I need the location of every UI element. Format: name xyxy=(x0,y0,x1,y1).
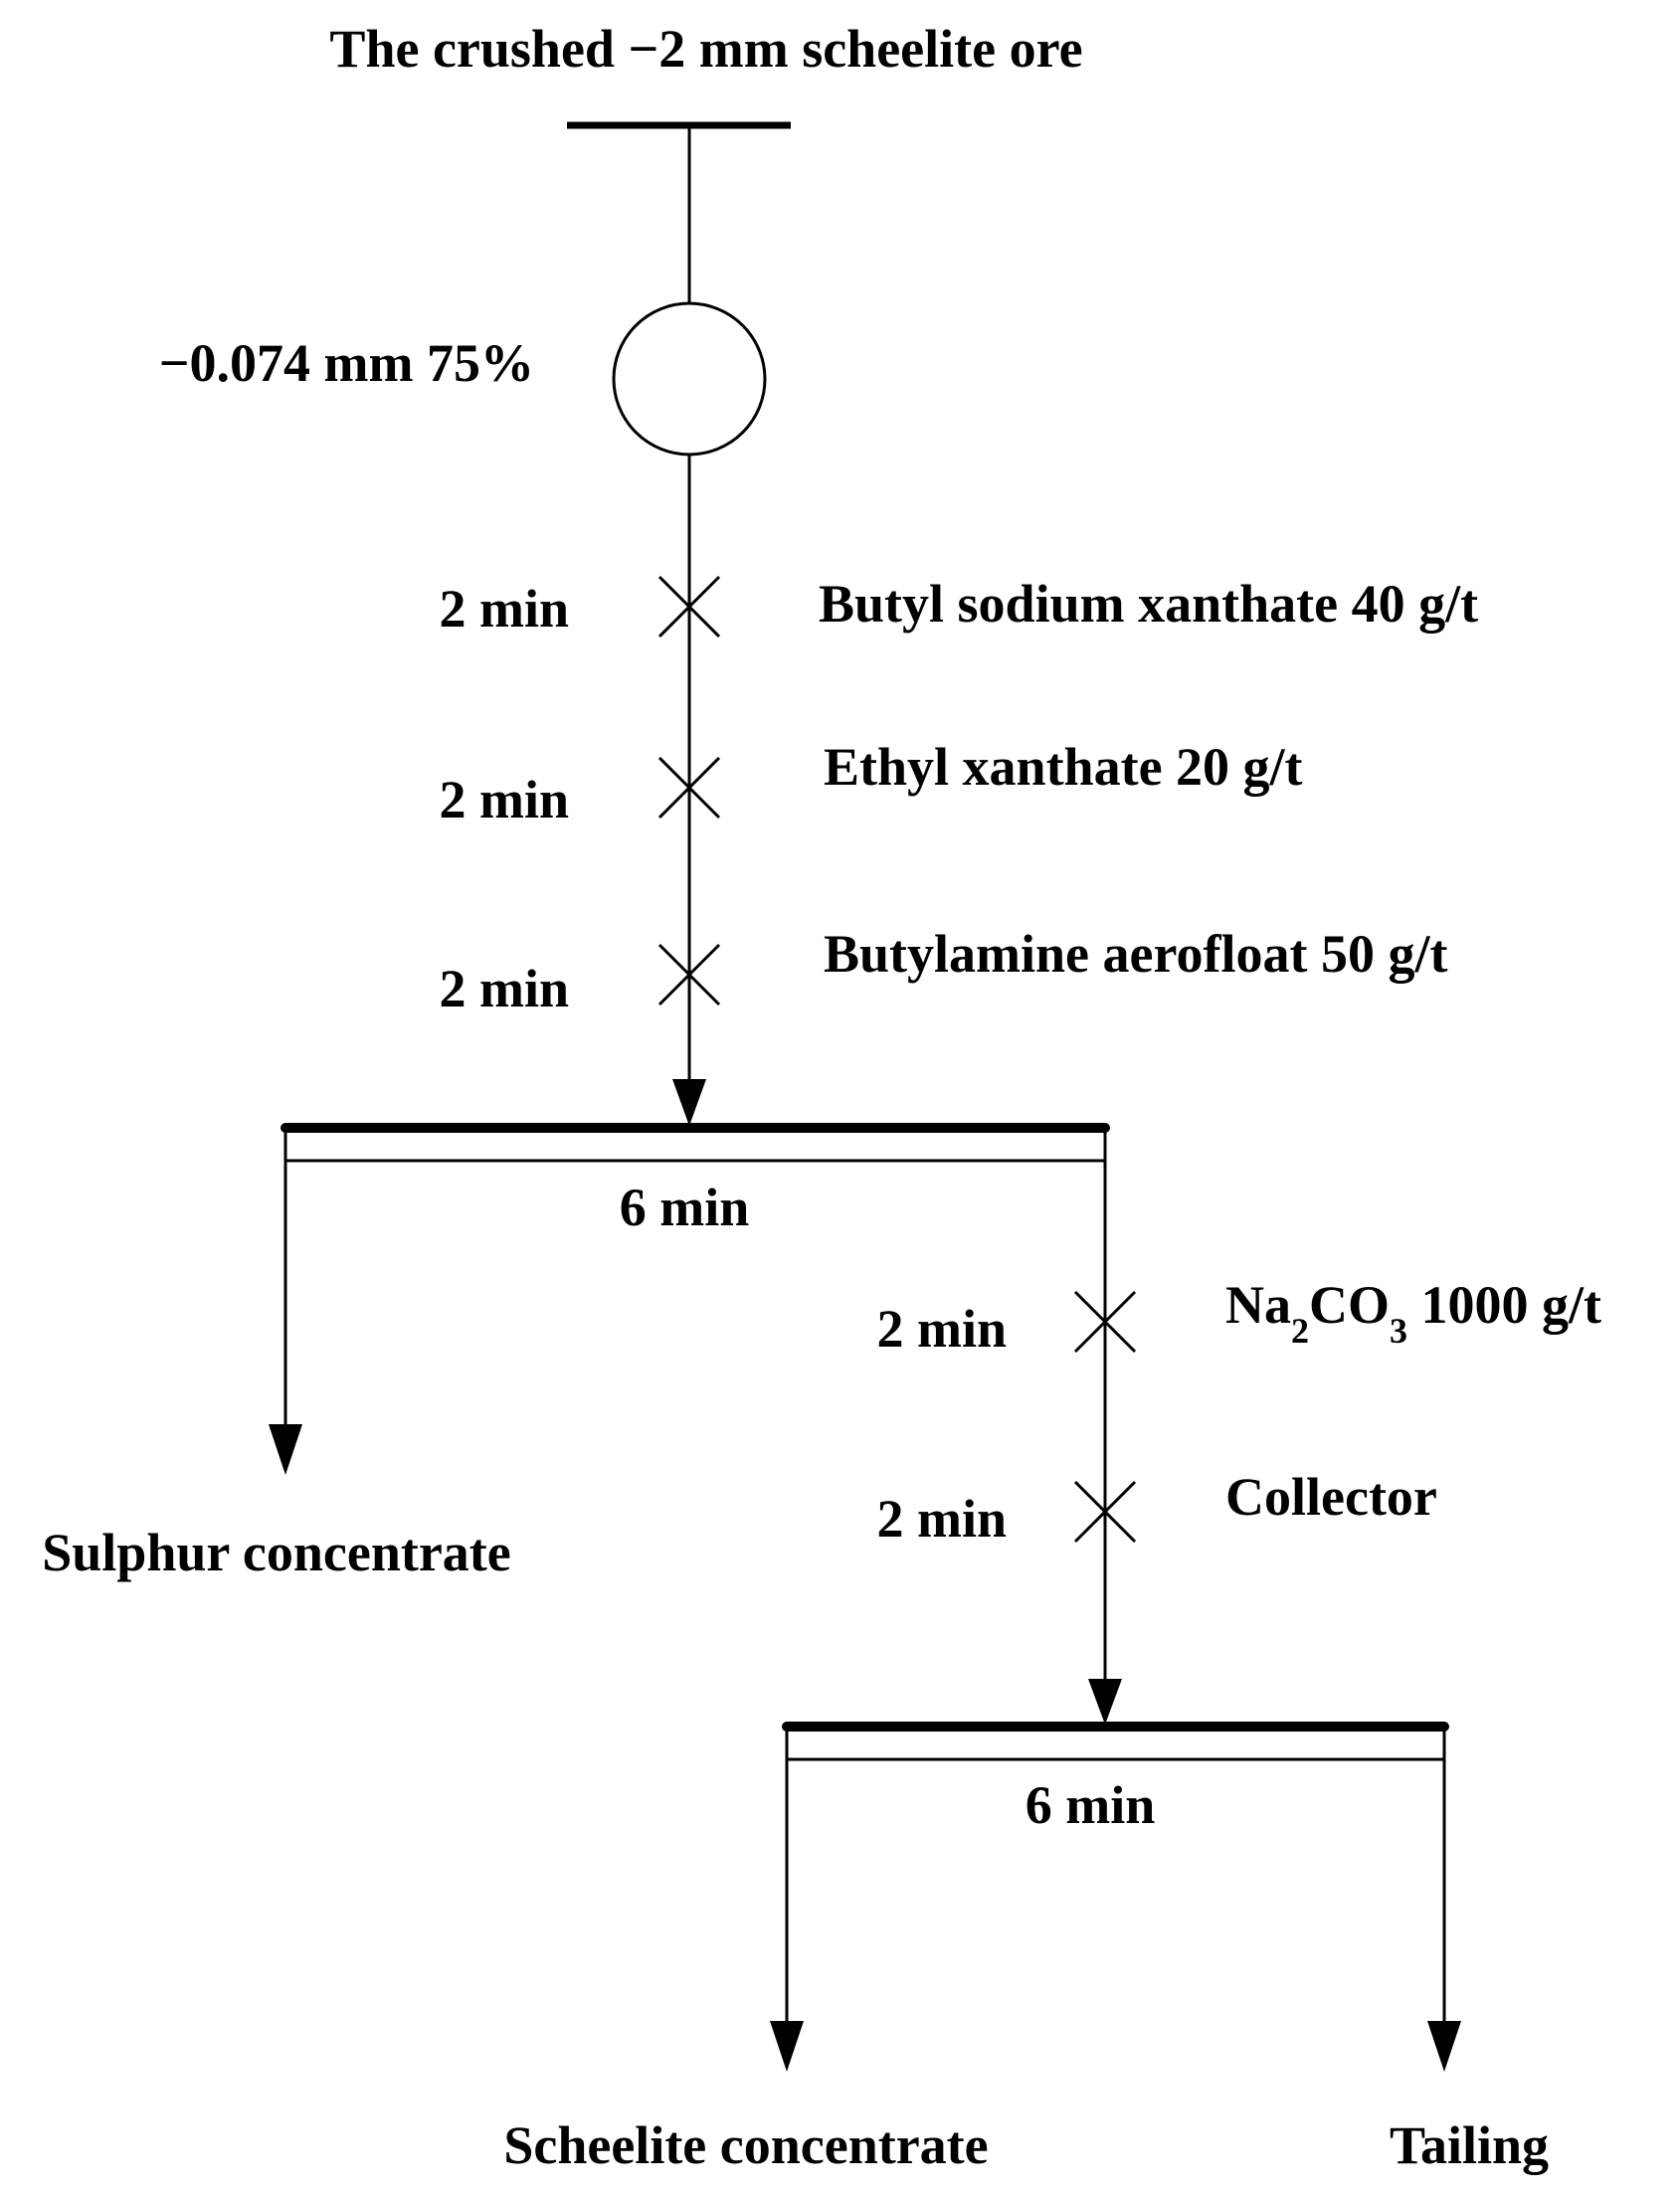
conditioning-step-1: 2 min Butyl sodium xanthate 40 g/t xyxy=(439,574,1478,639)
conditioning-step-4: 2 min Na2CO3 1000 g/t xyxy=(876,1275,1601,1359)
flotation-1-time: 6 min xyxy=(620,1178,750,1237)
step-time: 2 min xyxy=(439,579,569,639)
scheelite-concentrate-label: Scheelite concentrate xyxy=(503,2115,988,2175)
reagent-label: Butylamine aerofloat 50 g/t xyxy=(824,924,1447,984)
feed-label: The crushed −2 mm scheelite ore xyxy=(329,19,1082,79)
conditioning-step-3: 2 min Butylamine aerofloat 50 g/t xyxy=(439,924,1447,1018)
conditioning-step-2: 2 min Ethyl xanthate 20 g/t xyxy=(439,737,1302,829)
sulphur-concentrate-label: Sulphur concentrate xyxy=(42,1523,511,1582)
step-time: 2 min xyxy=(876,1489,1007,1549)
arrow-to-scheelite-concentrate xyxy=(770,2021,804,2072)
reagent-label: Butyl sodium xanthate 40 g/t xyxy=(819,574,1478,634)
reagent-label: Ethyl xanthate 20 g/t xyxy=(824,737,1303,797)
reagent-label: Na2CO3 1000 g/t xyxy=(1225,1275,1601,1351)
conditioning-step-5: 2 min Collector xyxy=(876,1467,1436,1549)
step-time: 2 min xyxy=(876,1299,1007,1359)
flotation-2-time: 6 min xyxy=(1026,1775,1156,1835)
arrow-to-sulphur-concentrate xyxy=(269,1424,302,1475)
grinding-label: −0.074 mm 75% xyxy=(159,333,534,393)
grinding-circle xyxy=(612,301,767,457)
tailing-label: Tailing xyxy=(1390,2115,1549,2175)
arrow-to-flotation-2 xyxy=(1088,1679,1122,1725)
reagent-label: Collector xyxy=(1225,1467,1437,1527)
arrow-to-flotation-1 xyxy=(672,1079,706,1126)
step-time: 2 min xyxy=(439,770,569,829)
step-time: 2 min xyxy=(439,959,569,1018)
arrow-to-tailing xyxy=(1427,2021,1461,2072)
